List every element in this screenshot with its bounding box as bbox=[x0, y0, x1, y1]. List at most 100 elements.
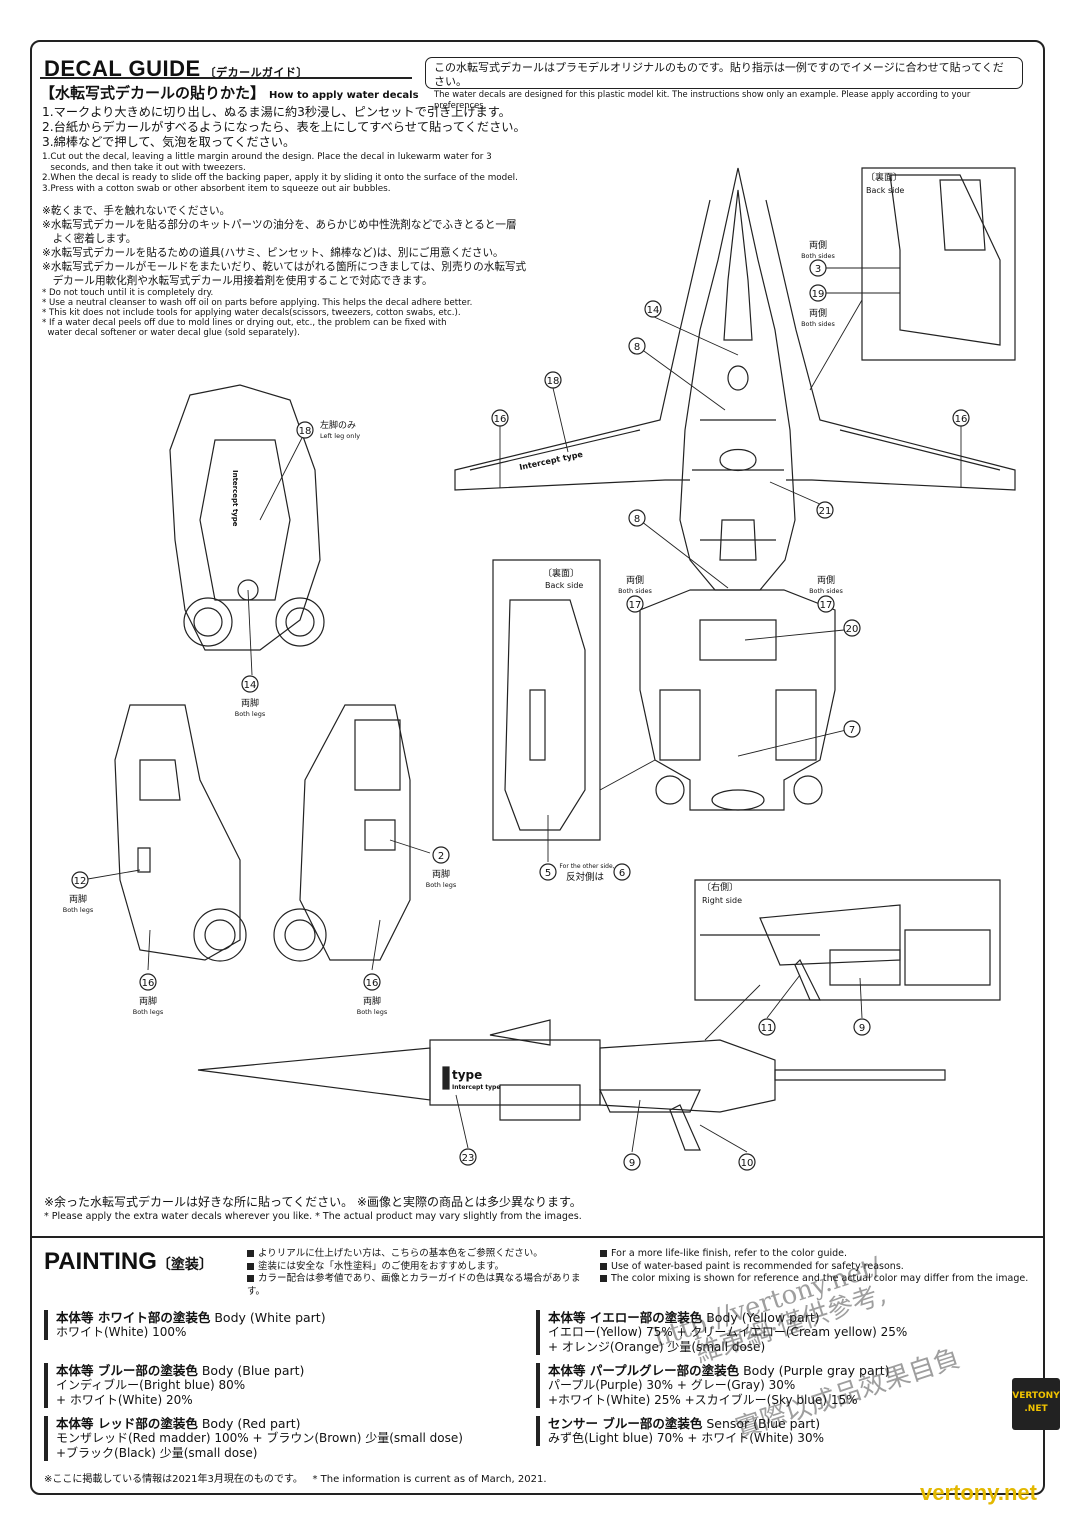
note-jp: デカール用軟化剤や水転写式デカール用接着剤を使用することで対応できます。 bbox=[42, 275, 433, 287]
callout-14: 14 bbox=[244, 680, 257, 691]
decal-footer-notes: ※余った水転写式デカールは好きな所に貼ってください。 ※画像と実際の商品とは多少… bbox=[44, 1195, 1044, 1223]
callout-7: 7 bbox=[849, 725, 855, 736]
both-sides-label-jp: 両側 bbox=[809, 239, 827, 251]
painting-note-en: Use of water-based paint is recommended … bbox=[600, 1261, 1040, 1274]
callout-circles bbox=[71, 259, 970, 1171]
both-legs-label-en: Both legs bbox=[426, 881, 457, 889]
note-jp: ※水転写式デカールを貼る部分のキットパーツの油分を、あらかじめ中性洗剤などでふき… bbox=[42, 219, 517, 231]
callout-19: 19 bbox=[812, 289, 825, 300]
both-legs-label-en: Both legs bbox=[235, 710, 266, 718]
painting-note-jp: カラー配合は参考値であり、画像とカラーガイドの色は異なる場合があります。 bbox=[247, 1273, 581, 1297]
back-side-label-jp: 〔裏面〕 bbox=[866, 171, 902, 183]
both-legs-label-en: Both legs bbox=[63, 906, 94, 914]
both-legs-label-jp: 両脚 bbox=[69, 894, 87, 905]
note-jp: ※水転写式デカールがモールドをまたいだり、乾いてはがれる箇所につきましては、別売… bbox=[42, 261, 527, 273]
step-en: 2.When the decal is ready to slide off t… bbox=[42, 173, 518, 184]
step-en: 1.Cut out the decal, leaving a little ma… bbox=[42, 152, 492, 162]
both-sides-label-en: Both sides bbox=[618, 587, 652, 595]
paint-color-blue: 本体等 ブルー部の塗装色 Body (Blue part) インディブルー(Br… bbox=[44, 1363, 496, 1408]
step-jp: 2.台紙からデカールがすべるようになったら、表を上にしてすべらせて貼ってください… bbox=[42, 120, 526, 134]
note-jp: ※乾くまで、手を触れないでください。 bbox=[42, 205, 231, 217]
callout-5: 5 bbox=[545, 868, 551, 879]
step-en: 3.Press with a cotton swab or other abso… bbox=[42, 183, 391, 194]
both-sides-label-jp: 両側 bbox=[817, 574, 835, 586]
application-notes: ※乾くまで、手を触れないでください。 ※水転写式デカールを貼る部分のキットパーツ… bbox=[42, 204, 562, 338]
callout-8: 8 bbox=[634, 342, 640, 353]
callout-2: 2 bbox=[438, 851, 444, 862]
painting-note-en: For a more life-like finish, refer to th… bbox=[600, 1248, 1040, 1261]
painting-note-jp: 塗装には安全な「水性塗料」のご使用をおすすめします。 bbox=[247, 1261, 587, 1274]
both-legs-label-en: Both legs bbox=[133, 1008, 164, 1016]
callout-16: 16 bbox=[366, 978, 379, 989]
paint-color-purple-gray: 本体等 パープルグレー部の塗装色 Body (Purple gray part)… bbox=[536, 1363, 988, 1408]
paint-color-white: 本体等 ホワイト部の塗装色 Body (White part) ホワイト(Whi… bbox=[44, 1310, 496, 1340]
info-date: ※ここに掲載している情報は2021年3月現在のものです。 * The infor… bbox=[44, 1474, 547, 1485]
callout-17: 17 bbox=[820, 600, 833, 611]
leg-side-view-right bbox=[273, 704, 411, 962]
watermark-badge: VERTONY .NET bbox=[1012, 1378, 1060, 1430]
callout-9: 9 bbox=[859, 1023, 865, 1034]
callout-21: 21 bbox=[819, 506, 832, 517]
painting-note-jp: よりリアルに仕上げたい方は、こちらの基本色をご参照ください。 bbox=[247, 1248, 587, 1261]
callout-18: 18 bbox=[299, 426, 312, 437]
callout-9: 9 bbox=[629, 1158, 635, 1169]
callout-23: 23 bbox=[462, 1153, 475, 1164]
decal-guide-title: DECAL GUIDE〔デカールガイド〕 bbox=[44, 56, 308, 81]
painting-note-en: The color mixing is shown for reference … bbox=[600, 1273, 1040, 1286]
callout-14: 14 bbox=[647, 305, 660, 316]
footer-note-en: * Please apply the extra water decals wh… bbox=[44, 1211, 582, 1222]
callout-6: 6 bbox=[619, 868, 625, 879]
painting-notes-jp: よりリアルに仕上げたい方は、こちらの基本色をご参照ください。 塗装には安全な「水… bbox=[247, 1248, 587, 1298]
paint-color-sensor-blue: センサー ブルー部の塗装色 Sensor (Blue part) みず色(Lig… bbox=[536, 1416, 988, 1446]
rifle-right-side-inset bbox=[694, 879, 1001, 1001]
intercept-type-decal: Intercept type bbox=[519, 450, 585, 472]
painting-title: PAINTING〔塗装〕 bbox=[44, 1248, 213, 1275]
footer-note-jp: ※余った水転写式デカールは好きな所に貼ってください。 ※画像と実際の商品とは多少… bbox=[44, 1195, 582, 1209]
callout-8: 8 bbox=[634, 514, 640, 525]
leader-lines bbox=[81, 267, 962, 1153]
callout-12: 12 bbox=[74, 876, 87, 887]
both-legs-label-jp: 両脚 bbox=[432, 869, 450, 880]
note-en: * This kit does not include tools for ap… bbox=[42, 308, 461, 318]
both-sides-label-jp: 両側 bbox=[626, 574, 644, 586]
notice-en: The water decals are designed for this p… bbox=[434, 89, 971, 110]
back-side-inset-mid bbox=[492, 559, 601, 841]
other-side-label-en: For the other side, bbox=[559, 863, 614, 870]
section-divider bbox=[30, 1236, 1045, 1238]
callout-16: 16 bbox=[142, 978, 155, 989]
both-legs-label-en: Both legs bbox=[357, 1008, 388, 1016]
leg-side-view-left bbox=[114, 704, 247, 962]
callout-20: 20 bbox=[846, 624, 859, 635]
painting-notes-en: For a more life-like finish, refer to th… bbox=[600, 1248, 1040, 1286]
rifle-main-view bbox=[197, 1019, 946, 1151]
notice-box: この水転写式デカールはプラモデルオリジナルのものです。貼り指示は一例ですのでイメ… bbox=[425, 57, 1023, 110]
step-en: seconds, and then take it out with tweez… bbox=[42, 162, 246, 173]
both-sides-label-en: Both sides bbox=[801, 320, 835, 328]
left-leg-label-jp: 左脚のみ bbox=[320, 419, 356, 431]
step-jp: 3.綿棒などで押して、気泡を取ってください。 bbox=[42, 135, 296, 149]
paint-color-yellow: 本体等 イエロー部の塗装色 Body (Yellow part) イエロー(Ye… bbox=[536, 1310, 988, 1355]
decal-guide-sheet bbox=[30, 40, 1045, 1495]
note-en: * Do not touch until it is completely dr… bbox=[42, 288, 214, 298]
callout-16: 16 bbox=[955, 414, 968, 425]
note-en: * If a water decal peels off due to mold… bbox=[42, 318, 447, 328]
both-legs-label-jp: 両脚 bbox=[139, 996, 157, 1007]
both-sides-label-jp: 両側 bbox=[809, 307, 827, 319]
both-legs-label-jp: 両脚 bbox=[363, 996, 381, 1007]
intercept-type-decal: Intercept type bbox=[452, 1084, 500, 1091]
note-en: water decal softener or water decal glue… bbox=[42, 328, 300, 338]
callout-18: 18 bbox=[547, 376, 560, 387]
back-side-inset-top bbox=[861, 167, 1016, 361]
watermark-bottom: vertony.net bbox=[920, 1480, 1037, 1505]
right-side-label-en: Right side bbox=[702, 896, 742, 905]
back-side-label-jp: 〔裏面〕 bbox=[543, 567, 579, 579]
leg-front-view bbox=[169, 384, 325, 651]
step-jp: 1.マークより大きめに切り出し、ぬるま湯に約3秒浸し、ピンセットで引き上げます。 bbox=[42, 105, 511, 119]
intercept-type-decal: Intercept type bbox=[231, 470, 239, 527]
right-side-label-jp: 〔右側〕 bbox=[702, 881, 738, 893]
howto-heading: 【水転写式デカールの貼りかた】How to apply water decals bbox=[40, 84, 419, 102]
note-jp: ※水転写式デカールを貼るための道具(ハサミ、ピンセット、綿棒など)は、別にご用意… bbox=[42, 247, 504, 259]
note-jp: よく密着します。 bbox=[42, 233, 137, 245]
type-decal: type bbox=[452, 1068, 482, 1082]
